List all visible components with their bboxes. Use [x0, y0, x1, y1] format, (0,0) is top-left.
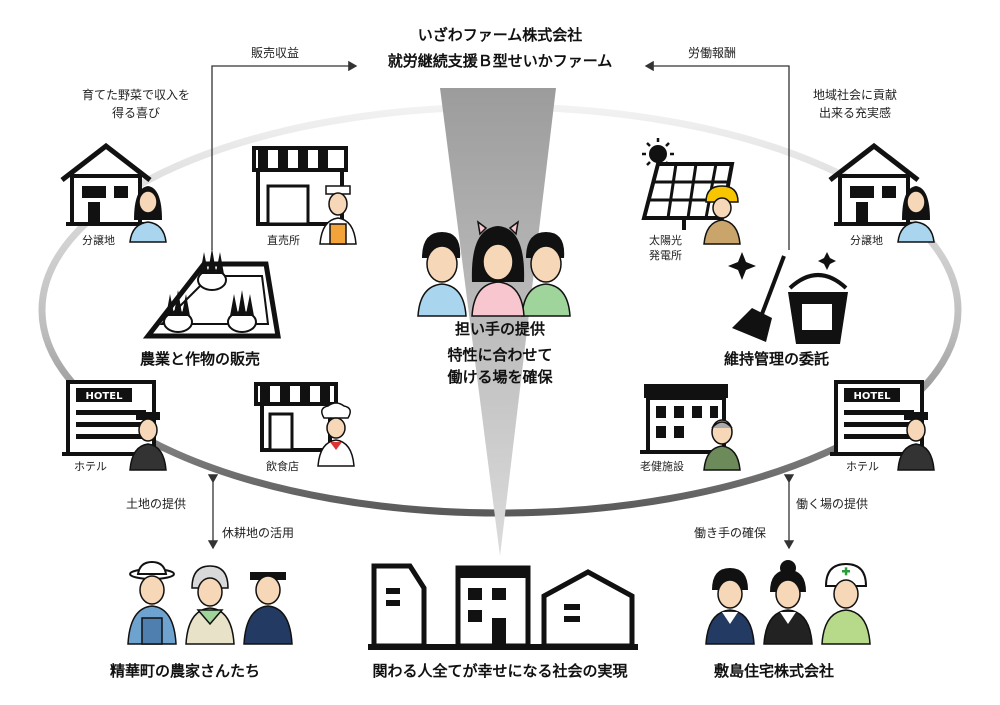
- hotel-staff-icon: [129, 412, 167, 471]
- residential-right-label: 分譲地: [850, 234, 883, 247]
- store-clerk-icon: [319, 185, 357, 245]
- cleaning-icon: [728, 252, 848, 344]
- sales-revenue-label: 販売収益: [251, 46, 300, 60]
- hotel-sign: HOTEL: [854, 391, 892, 402]
- nursing-label: 老健施設: [640, 460, 684, 473]
- hotel-sign: HOTEL: [86, 391, 124, 402]
- residential-left-label: 分譲地: [82, 234, 115, 247]
- bearer-line-2: 働ける場を確保: [447, 368, 553, 386]
- solar-label-2: 発電所: [649, 249, 682, 262]
- house-icon: [828, 142, 920, 226]
- woman-icon: [129, 186, 167, 243]
- agri-sales-label: 農業と作物の販売: [140, 350, 261, 368]
- worker-icon: [703, 185, 741, 245]
- chef-icon: [317, 402, 355, 467]
- labor-pay-arrow: [644, 60, 790, 250]
- company-name: いざわファーム株式会社: [417, 26, 583, 44]
- center-cone: [440, 88, 556, 556]
- bearers-icon: [417, 220, 571, 317]
- restaurant-label: 飲食店: [266, 460, 299, 473]
- hotel-icon: HOTEL: [62, 380, 160, 456]
- fallow-use-label: 休耕地の活用: [222, 526, 295, 540]
- house-icon: [60, 142, 152, 226]
- joy-label-1: 育てた野菜で収入を: [81, 88, 190, 102]
- housing-label: 敷島住宅株式会社: [714, 662, 835, 680]
- sun-icon: [642, 138, 674, 170]
- farmers-icon: [127, 560, 293, 645]
- fulfill-label-2: 出来る充実感: [818, 106, 891, 120]
- society-label: 関わる人全てが幸せになる社会の実現: [372, 662, 628, 680]
- farmers-label: 精華町の農家さんたち: [110, 662, 261, 680]
- hotel-staff-icon: [897, 412, 935, 471]
- woman-icon: [897, 186, 935, 243]
- fulfill-label-1: 地域社会に貢献: [812, 88, 897, 102]
- direct-store-label: 直売所: [267, 234, 300, 247]
- solar-label-1: 太陽光: [649, 234, 682, 247]
- restaurant-icon: [254, 382, 338, 452]
- housing-staff-icon: [705, 560, 871, 645]
- hotel-right-label: ホテル: [846, 460, 879, 473]
- bearer-line-1: 特性に合わせて: [447, 346, 553, 364]
- store-icon: [252, 146, 348, 226]
- bearer-title: 担い手の提供: [454, 320, 545, 338]
- nursing-home-icon: [640, 384, 732, 454]
- houses-icon: [368, 563, 638, 650]
- worker-secure-label: 働き手の確保: [694, 526, 767, 540]
- maintenance-label: 維持管理の委託: [724, 350, 830, 368]
- hotel-left-label: ホテル: [74, 460, 107, 473]
- work-place-label: 働く場の提供: [796, 497, 869, 511]
- vegetable-icon: [163, 248, 257, 333]
- elderly-icon: [703, 419, 741, 471]
- joy-label-2: 得る喜び: [111, 106, 160, 120]
- land-provide-label: 土地の提供: [126, 497, 187, 511]
- company-subtitle: 就労継続支援Ｂ型せいかファーム: [387, 52, 613, 70]
- sales-revenue-arrow: [211, 60, 358, 250]
- labor-pay-label: 労働報酬: [688, 46, 737, 60]
